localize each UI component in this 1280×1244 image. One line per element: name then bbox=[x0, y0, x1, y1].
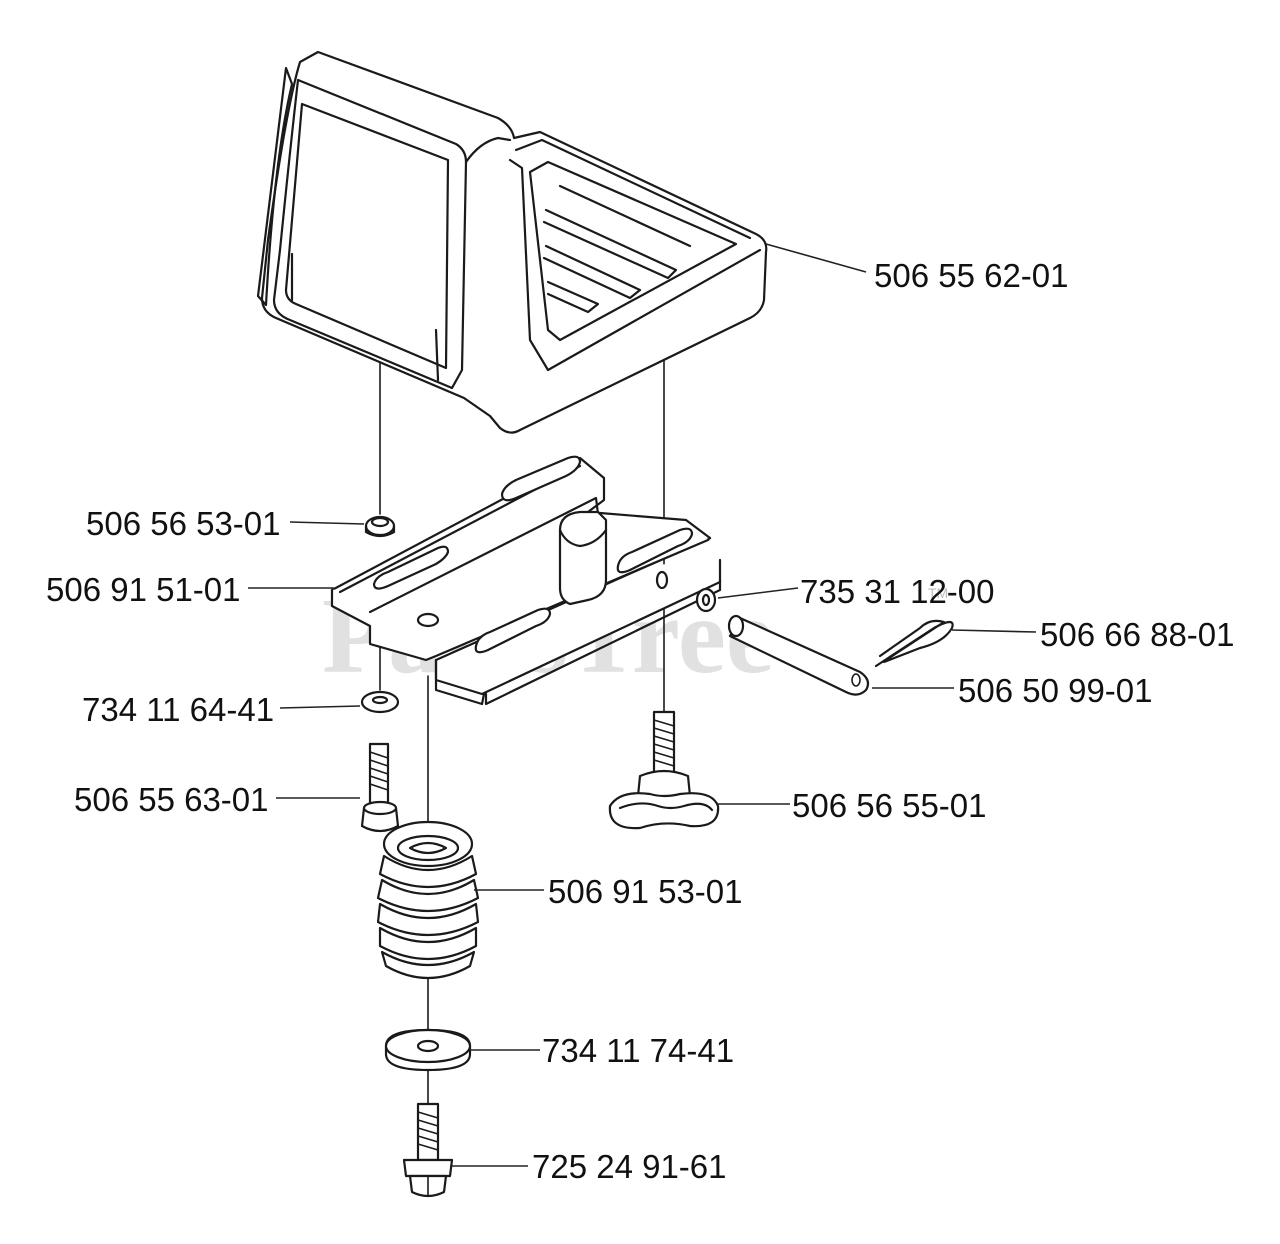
part-label-seat[interactable]: 506 55 62-01 bbox=[874, 257, 1069, 294]
part-label-washer-pin[interactable]: 735 31 12-00 bbox=[800, 573, 995, 610]
washer-large[interactable] bbox=[384, 1028, 472, 1072]
bolt-small[interactable] bbox=[360, 742, 400, 833]
hair-pin[interactable] bbox=[874, 619, 954, 668]
part-label-bracket[interactable]: 506 91 51-01 bbox=[46, 571, 241, 608]
part-label-spring[interactable]: 506 91 53-01 bbox=[548, 873, 743, 910]
pin[interactable] bbox=[727, 614, 870, 696]
bracket[interactable] bbox=[330, 455, 722, 706]
part-label-washer-small[interactable]: 734 11 64-41 bbox=[82, 691, 275, 728]
spring[interactable] bbox=[376, 820, 480, 980]
part-label-hair-pin[interactable]: 506 66 88-01 bbox=[1040, 616, 1235, 653]
part-label-washer-large[interactable]: 734 11 74-41 bbox=[542, 1032, 735, 1069]
bolt-large[interactable] bbox=[402, 1102, 454, 1198]
washer-pin[interactable] bbox=[695, 587, 717, 613]
part-label-bolt-small[interactable]: 506 55 63-01 bbox=[74, 781, 269, 818]
knob[interactable] bbox=[608, 710, 720, 830]
leader-lines bbox=[248, 243, 1037, 1167]
part-label-spacer-top[interactable]: 506 56 53-01 bbox=[86, 505, 281, 542]
part-label-bolt-large[interactable]: 725 24 91-61 bbox=[532, 1148, 727, 1185]
washer-small[interactable] bbox=[360, 690, 400, 714]
watermark-tm: TM bbox=[928, 585, 948, 601]
part-label-pin[interactable]: 506 50 99-01 bbox=[958, 672, 1153, 709]
spacer-top[interactable] bbox=[364, 515, 396, 538]
seat[interactable] bbox=[256, 50, 768, 434]
part-label-knob[interactable]: 506 56 55-01 bbox=[792, 787, 987, 824]
assembly-lines bbox=[379, 359, 665, 1105]
